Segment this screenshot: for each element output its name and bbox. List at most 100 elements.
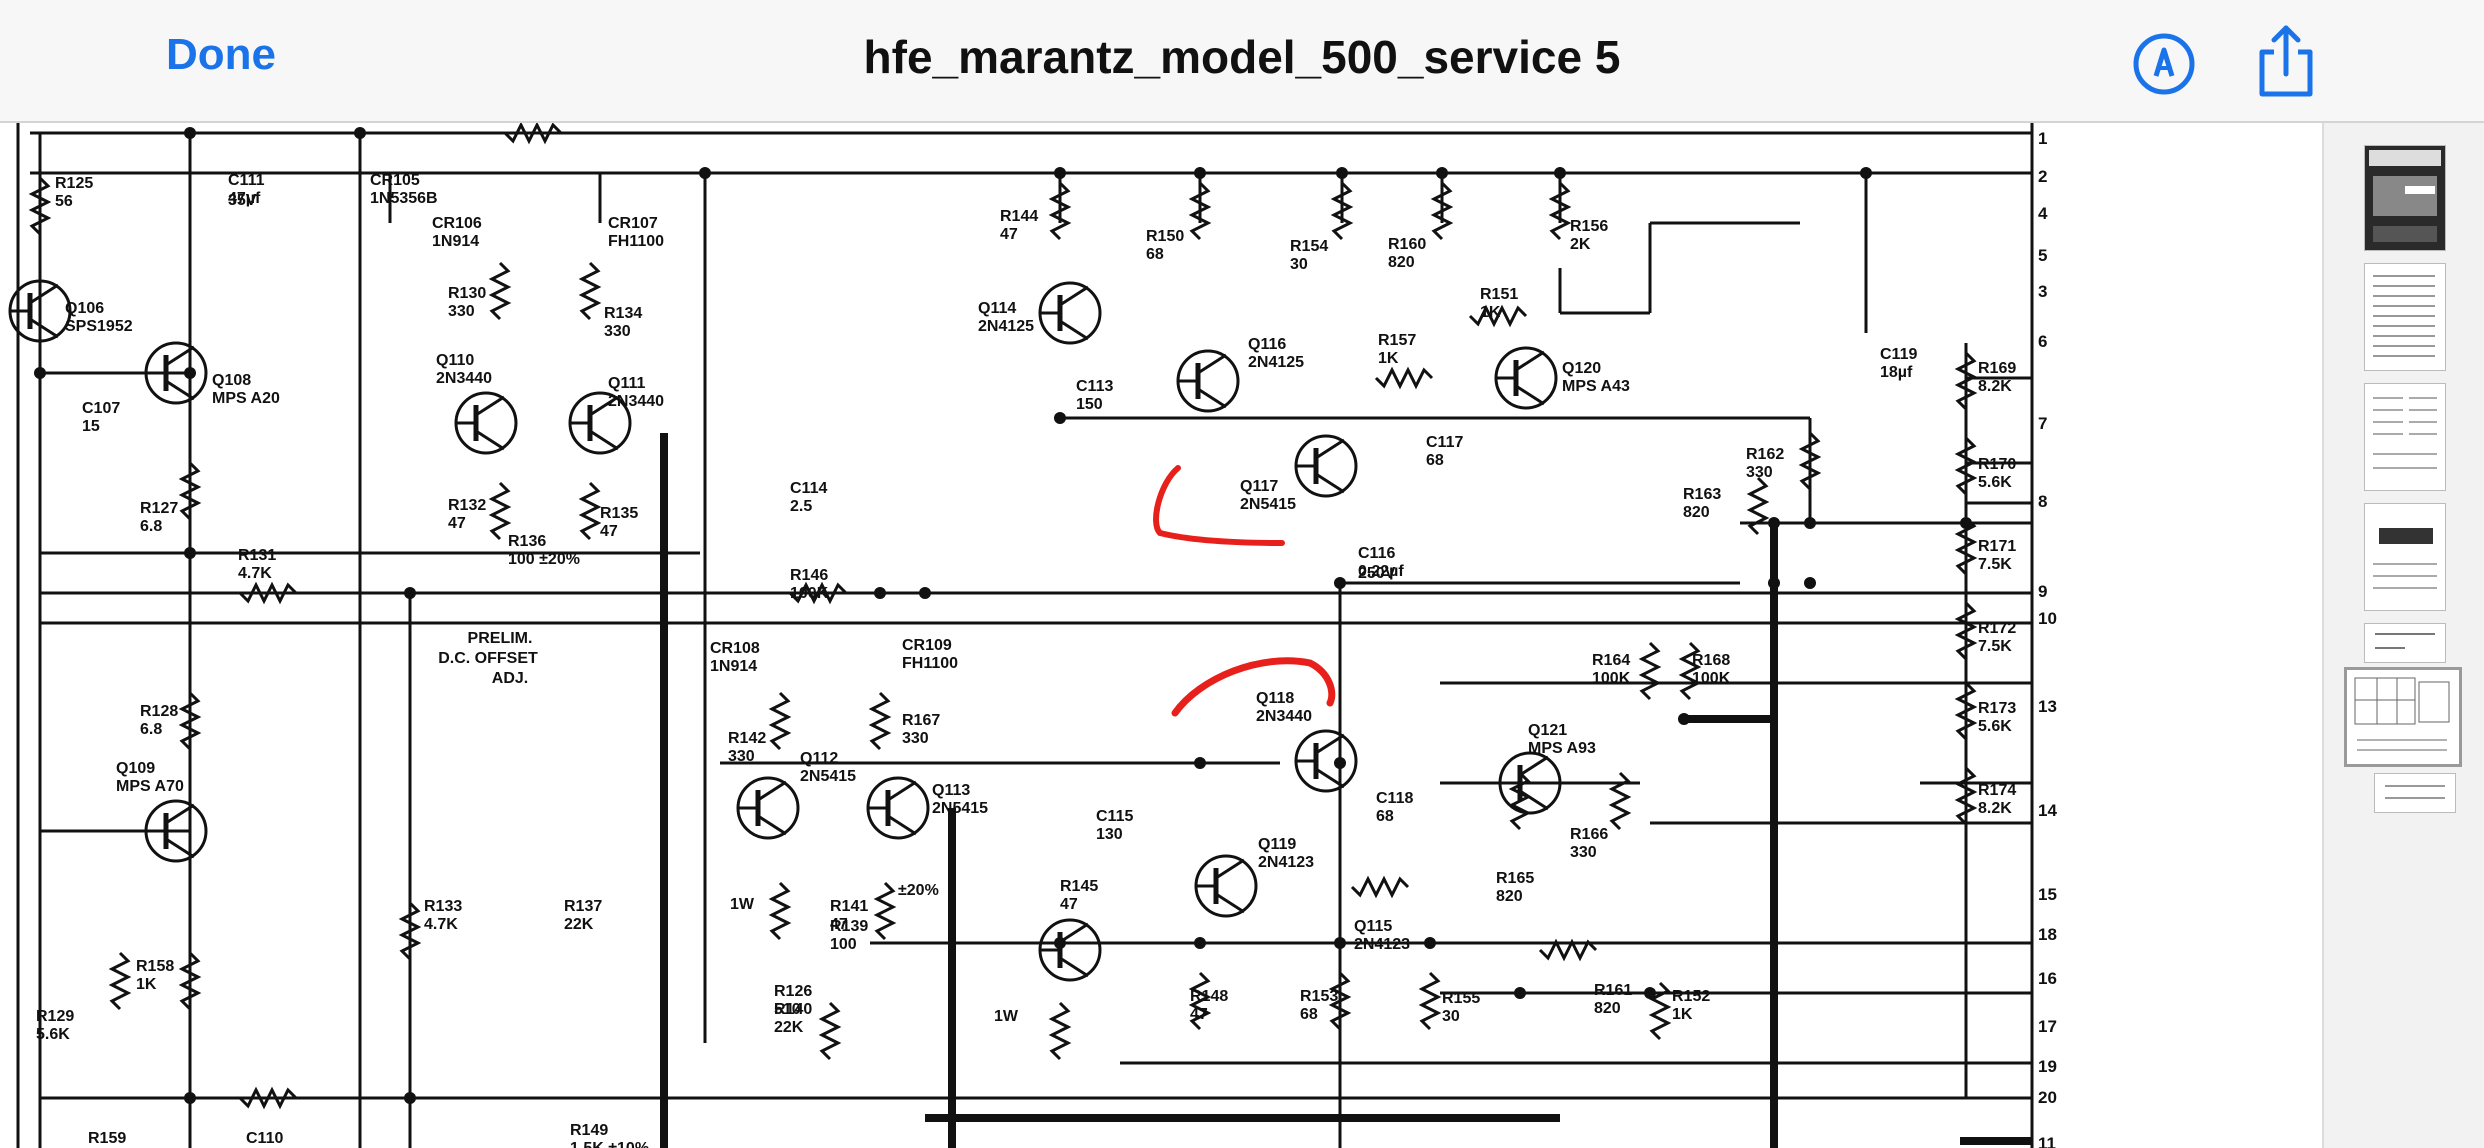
junction-dot — [1678, 713, 1690, 725]
svg-text:Q120: Q120 — [1562, 360, 1601, 377]
thumbnail-page-3[interactable] — [2364, 383, 2446, 491]
prelim-label-2: D.C. OFFSET — [438, 650, 538, 667]
transistor-symbol — [1194, 854, 1258, 918]
svg-text:8.2K: 8.2K — [1978, 378, 2012, 395]
svg-text:1W: 1W — [994, 1008, 1019, 1025]
svg-text:1K: 1K — [1378, 350, 1399, 367]
red-annotation-mark-1 — [1153, 465, 1285, 546]
svg-text:R140: R140 — [774, 1001, 812, 1018]
svg-text:Q119: Q119 — [1258, 836, 1296, 853]
svg-text:R144: R144 — [1000, 208, 1038, 225]
svg-text:R128: R128 — [140, 703, 178, 720]
resistor-symbol — [1468, 304, 1528, 328]
transistor-symbol — [454, 391, 518, 455]
junction-dot — [184, 367, 196, 379]
svg-text:C107: C107 — [82, 400, 120, 417]
svg-text:68: 68 — [1146, 246, 1164, 263]
thumbnail-page-4[interactable] — [2364, 503, 2446, 611]
svg-text:15: 15 — [82, 418, 100, 435]
svg-text:2N4125: 2N4125 — [1248, 354, 1304, 371]
svg-text:7.5K: 7.5K — [1978, 556, 2012, 573]
svg-text:R156: R156 — [1570, 218, 1608, 235]
svg-text:18µf: 18µf — [1880, 364, 1913, 381]
share-icon[interactable] — [2254, 22, 2318, 102]
svg-text:R173: R173 — [1978, 700, 2016, 717]
svg-text:R150: R150 — [1146, 228, 1184, 245]
junction-dot — [1336, 167, 1348, 179]
junction-dot — [1334, 757, 1346, 769]
svg-text:R125: R125 — [55, 175, 93, 192]
resistor-symbol — [1954, 681, 1978, 741]
junction-dot — [1436, 167, 1448, 179]
page-thumbnails-sidebar[interactable] — [2322, 123, 2484, 1148]
svg-text:100K: 100K — [790, 585, 829, 602]
svg-text:35V: 35V — [228, 192, 257, 209]
row-number-label: 18 — [2038, 925, 2057, 944]
svg-text:Q113: Q113 — [932, 782, 970, 799]
junction-dot — [1054, 167, 1066, 179]
svg-text:CR106: CR106 — [432, 215, 482, 232]
svg-text:1N5356B: 1N5356B — [370, 190, 438, 207]
svg-text:Q114: Q114 — [978, 300, 1016, 317]
row-number-label: 10 — [2038, 609, 2057, 628]
thumbnail-page-5[interactable] — [2364, 623, 2446, 663]
svg-text:R168: R168 — [1692, 652, 1730, 669]
resistor-symbol — [578, 261, 602, 321]
svg-text:22K: 22K — [564, 916, 594, 933]
svg-text:330: 330 — [1746, 464, 1773, 481]
markup-pen-icon[interactable] — [2128, 28, 2200, 100]
svg-text:Q110: Q110 — [436, 352, 474, 369]
thumbnail-page-2[interactable] — [2364, 263, 2446, 371]
component-label: R1491.5K ±10% — [570, 1122, 649, 1148]
junction-dot — [184, 1092, 196, 1104]
svg-text:330: 330 — [902, 730, 929, 747]
junction-dot — [1334, 577, 1346, 589]
done-button[interactable]: Done — [166, 30, 276, 79]
transistor-symbol — [1294, 729, 1358, 793]
thumbnail-page-7[interactable] — [2374, 773, 2456, 813]
svg-text:R146: R146 — [790, 567, 828, 584]
resistor-symbol — [1418, 971, 1442, 1031]
component-label: 1W — [994, 1008, 1019, 1025]
svg-text:Q111: Q111 — [608, 375, 645, 392]
svg-text:R155: R155 — [1442, 990, 1480, 1007]
svg-text:1.5K ±10%: 1.5K ±10% — [570, 1140, 649, 1148]
thumbnail-page-6-selected[interactable] — [2344, 667, 2462, 767]
svg-text:0.22µf: 0.22µf — [1358, 563, 1404, 580]
junction-dot — [1554, 167, 1566, 179]
resistor-symbol — [1430, 181, 1454, 241]
svg-text:2N4125: 2N4125 — [978, 318, 1034, 335]
junction-dot — [1334, 937, 1346, 949]
svg-text:MPS A43: MPS A43 — [1562, 378, 1630, 395]
svg-text:R136: R136 — [508, 533, 546, 550]
thumbnail-page-1[interactable] — [2364, 145, 2446, 251]
svg-text:CR108: CR108 — [710, 640, 760, 657]
row-number-label: 15 — [2038, 885, 2057, 904]
svg-text:R133: R133 — [424, 898, 462, 915]
resistor-symbol — [108, 951, 132, 1011]
resistor-symbol — [873, 881, 897, 941]
